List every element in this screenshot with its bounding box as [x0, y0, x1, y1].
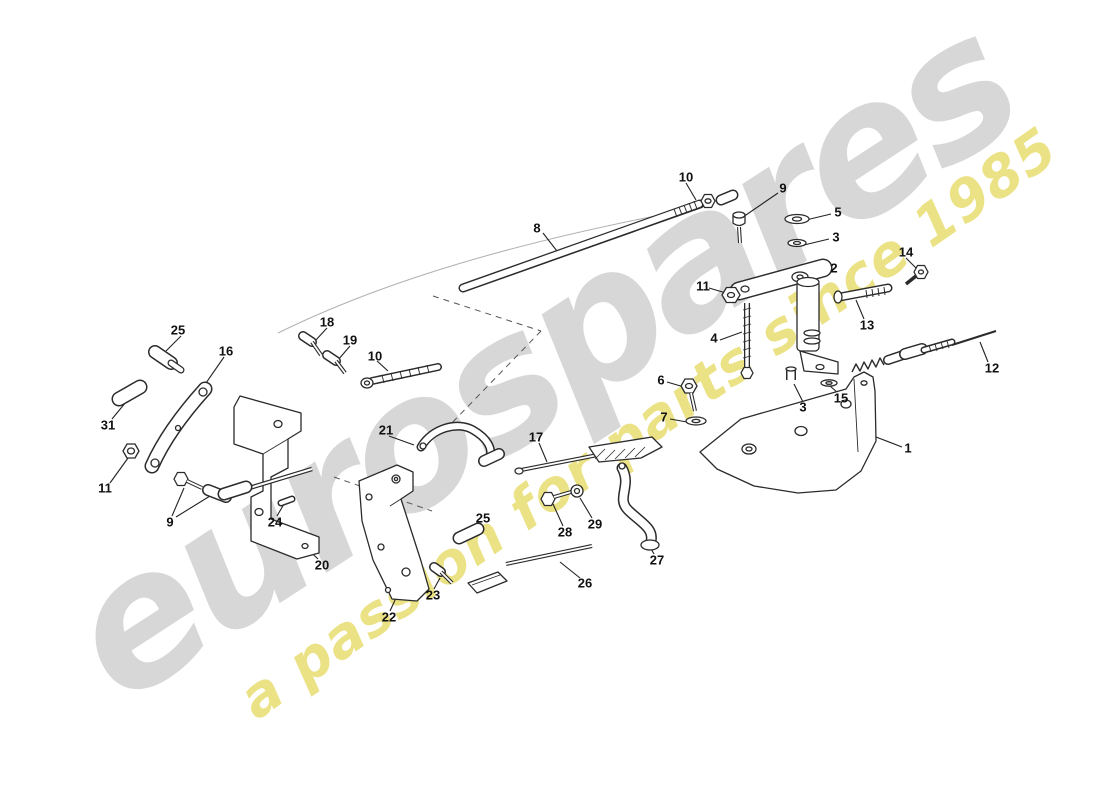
part-label-19: 19	[342, 332, 358, 348]
part-5-washer	[784, 213, 810, 225]
part-label-11: 11	[696, 278, 710, 294]
part-3-washer-upper	[787, 238, 807, 248]
part-label-8: 8	[533, 220, 541, 236]
part-label-10: 10	[367, 348, 383, 364]
part-label-20: 20	[314, 557, 330, 573]
part-label-25: 25	[475, 510, 491, 526]
part-4-threaded-stud	[740, 303, 754, 380]
part-22-pedal-bracket	[358, 464, 430, 602]
part-7-washer	[685, 416, 707, 426]
part-28-bolt	[540, 490, 572, 507]
part-label-14: 14	[898, 244, 914, 260]
part-16-lever	[144, 381, 213, 474]
part-label-15: 15	[833, 390, 849, 406]
part-label-17: 17	[528, 429, 544, 445]
part-label-9: 9	[166, 514, 174, 530]
part-label-12: 12	[984, 360, 1000, 376]
part-label-28: 28	[557, 524, 573, 540]
part-1-mounting-bracket	[699, 371, 877, 494]
part-10-locknut	[700, 193, 716, 209]
part-11-nut-right	[721, 286, 741, 304]
part-label-22: 22	[381, 609, 397, 625]
part-label-3: 3	[832, 229, 840, 245]
part-9-pivot-bolt	[732, 211, 746, 244]
part-21-curved-strap	[416, 421, 505, 467]
part-18-bolt	[298, 331, 323, 357]
part-label-11: 11	[98, 480, 112, 496]
part-11-nut-left	[122, 443, 140, 459]
part-label-29: 29	[587, 516, 603, 532]
part-label-25: 25	[170, 322, 186, 338]
pedal-top-plate	[588, 436, 663, 463]
part-27-pedal-arm	[616, 462, 660, 551]
part-6-bolt	[680, 378, 698, 412]
part-31-bush	[111, 379, 148, 407]
part-14-bolt	[904, 264, 929, 286]
bellcrank-pivot-post	[796, 276, 839, 375]
part-26-rod-and-pedal-pad	[467, 544, 593, 594]
part-8-throttle-rod	[458, 199, 705, 293]
part-label-21: 21	[378, 422, 394, 438]
parts-group	[111, 189, 997, 602]
part-label-6: 6	[657, 372, 665, 388]
part-label-4: 4	[710, 330, 718, 346]
part-label-3: 3	[799, 399, 807, 415]
part-label-10: 10	[678, 169, 694, 185]
part-label-5: 5	[834, 204, 842, 220]
part-label-1: 1	[904, 440, 912, 456]
part-label-23: 23	[425, 587, 441, 603]
part-12-throttle-cable	[851, 330, 997, 373]
construction-curve	[277, 215, 656, 334]
part-25-shoulder-pin-lower	[452, 522, 485, 545]
part-10-threaded-rod-left	[360, 363, 442, 389]
part-label-24: 24	[267, 514, 283, 530]
part-3-spacer-lower	[785, 366, 797, 380]
construction-lines	[333, 295, 542, 512]
part-label-18: 18	[319, 314, 335, 330]
part-9-bush	[715, 189, 739, 206]
part-label-31: 31	[100, 417, 116, 433]
part-13-bolt	[833, 283, 893, 304]
part-label-9: 9	[779, 180, 787, 196]
part-20-pivot-bracket	[233, 395, 320, 560]
part-label-26: 26	[577, 575, 593, 591]
part-15-washer	[820, 379, 838, 387]
part-label-16: 16	[218, 343, 234, 359]
part-label-27: 27	[649, 552, 665, 568]
part-19-bolt	[322, 350, 347, 375]
part-label-7: 7	[660, 409, 668, 425]
part-label-13: 13	[859, 317, 875, 333]
pivot-rod-and-part-24-pin	[217, 466, 313, 507]
leader-lines	[109, 182, 989, 612]
part-25-shoulder-pin-upper	[148, 345, 185, 374]
part-23-bolt	[429, 562, 454, 585]
part-29-washer	[570, 484, 584, 498]
part-label-2: 2	[830, 260, 838, 276]
